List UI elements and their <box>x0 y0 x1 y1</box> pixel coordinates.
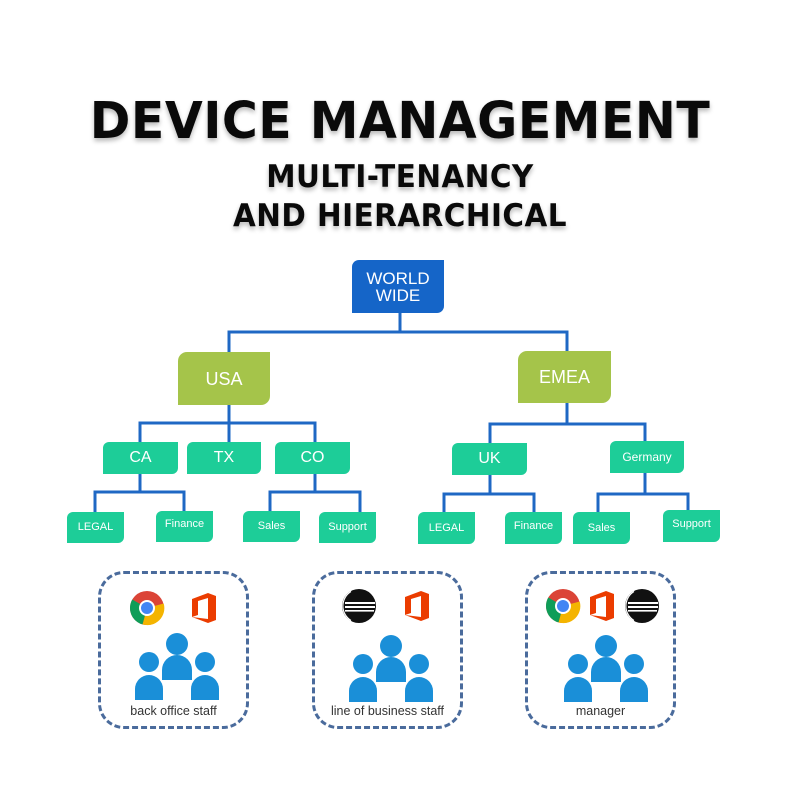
node-ca-label: CA <box>129 449 152 466</box>
node-germany-sales[interactable]: Sales <box>573 512 630 544</box>
node-ca-finance-label: Finance <box>164 518 205 530</box>
node-world-wide[interactable]: WORLD WIDE <box>352 260 444 313</box>
office-icon <box>186 590 222 626</box>
node-co-sales-label: Sales <box>257 520 286 532</box>
node-ca-finance[interactable]: Finance <box>156 511 213 542</box>
node-co-support-label: Support <box>328 521 367 533</box>
page-title: DEVICE MANAGEMENT <box>89 92 711 151</box>
node-uk-legal-label: LEGAL <box>428 521 465 534</box>
node-tx-label: TX <box>213 449 235 466</box>
node-co-label: CO <box>300 449 325 466</box>
people-group-icon <box>134 632 220 700</box>
subtitle-line-1: MULTI-TENANCY <box>266 159 534 195</box>
subtitle-line-2: AND HIERARCHICAL <box>232 198 567 234</box>
node-germany-support-label: Support <box>672 517 711 530</box>
node-uk-label: UK <box>478 450 501 467</box>
node-germany-support[interactable]: Support <box>663 510 720 542</box>
people-group-icon <box>348 634 434 702</box>
node-tx[interactable]: TX <box>187 442 261 474</box>
node-emea[interactable]: EMEA <box>518 351 611 403</box>
eclipse-icon <box>341 588 377 624</box>
chrome-icon <box>545 588 581 624</box>
node-germany[interactable]: Germany <box>610 441 684 473</box>
chrome-icon <box>129 590 165 626</box>
user-group-manager[interactable]: manager <box>525 571 676 729</box>
node-ca[interactable]: CA <box>103 442 178 474</box>
node-world-wide-line1: WORLD <box>366 268 430 288</box>
node-co[interactable]: CO <box>275 442 350 474</box>
node-uk-finance-label: Finance <box>513 519 554 532</box>
node-co-support[interactable]: Support <box>319 512 376 543</box>
user-group-label: line of business staff <box>330 704 445 718</box>
node-usa[interactable]: USA <box>178 352 270 405</box>
node-uk[interactable]: UK <box>452 443 527 475</box>
people-group-icon <box>563 634 649 702</box>
office-icon <box>399 588 435 624</box>
node-uk-finance[interactable]: Finance <box>505 512 562 544</box>
user-group-line-of-business[interactable]: line of business staff <box>312 571 463 729</box>
eclipse-icon <box>624 588 660 624</box>
user-group-back-office[interactable]: back office staff <box>98 571 249 729</box>
office-icon <box>584 588 620 624</box>
node-ca-legal[interactable]: LEGAL <box>67 512 124 543</box>
node-uk-legal[interactable]: LEGAL <box>418 512 475 544</box>
node-germany-label: Germany <box>622 450 672 464</box>
user-group-label: back office staff <box>130 704 217 718</box>
node-ca-legal-label: LEGAL <box>77 521 114 533</box>
node-co-sales[interactable]: Sales <box>243 511 300 542</box>
node-world-wide-line2: WIDE <box>375 285 421 305</box>
node-emea-label: EMEA <box>538 367 590 387</box>
node-usa-label: USA <box>205 368 243 389</box>
node-germany-sales-label: Sales <box>587 521 616 534</box>
user-group-label: manager <box>575 704 626 718</box>
